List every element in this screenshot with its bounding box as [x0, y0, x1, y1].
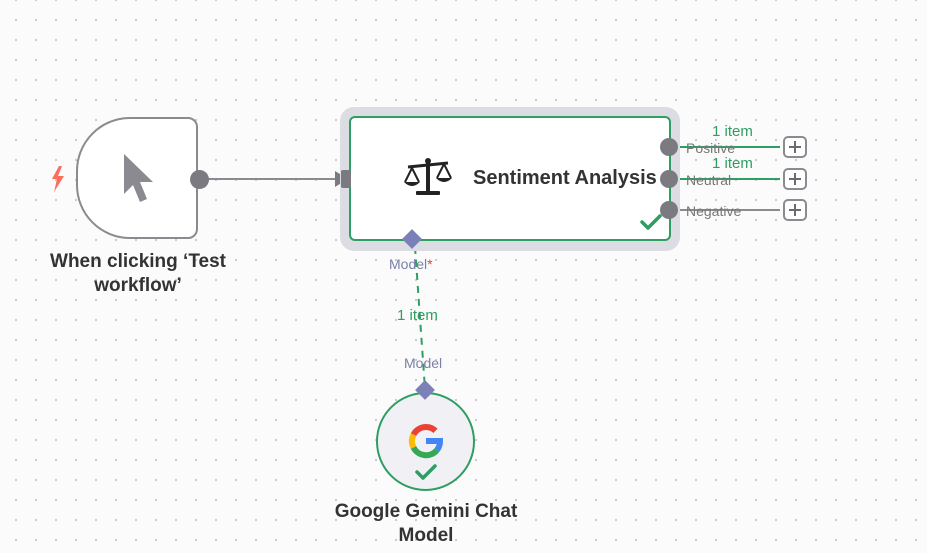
- add-node-button-negative[interactable]: [783, 199, 807, 221]
- trigger-node-label: When clicking ‘Test workflow’: [28, 250, 248, 298]
- gemini-label-line1: Google Gemini Chat: [334, 501, 518, 522]
- neutral-item-count: 1 item: [712, 155, 753, 172]
- trigger-label-line1: When clicking ‘Test: [50, 251, 226, 272]
- positive-item-count: 1 item: [712, 123, 753, 140]
- positive-output-port[interactable]: [660, 138, 678, 156]
- negative-output-label: Negative: [686, 203, 742, 219]
- model-link-item-count: 1 item: [397, 307, 438, 324]
- sentiment-node-body[interactable]: [349, 116, 671, 241]
- positive-output-label: Positive: [686, 140, 736, 156]
- check-icon: [640, 214, 662, 230]
- negative-output-port[interactable]: [660, 201, 678, 219]
- model-input-label-text: Model: [389, 256, 428, 272]
- trigger-output-port[interactable]: [190, 170, 209, 189]
- add-node-button-positive[interactable]: [783, 136, 807, 158]
- google-g-icon: [409, 423, 443, 459]
- add-node-button-neutral[interactable]: [783, 168, 807, 190]
- scales-icon: [404, 158, 452, 195]
- neutral-output-port[interactable]: [660, 170, 678, 188]
- gemini-label-line2: Model: [398, 525, 454, 546]
- mouse-pointer-icon: [124, 154, 153, 202]
- sentiment-main-input-port[interactable]: [341, 170, 351, 188]
- gemini-node-label: Google Gemini Chat Model: [310, 500, 542, 548]
- model-input-port-label: Model*: [389, 256, 433, 272]
- neutral-output-label: Neutral: [686, 172, 732, 188]
- sentiment-node-title: Sentiment Analysis: [473, 167, 657, 189]
- trigger-node-body[interactable]: [76, 117, 198, 239]
- gemini-node-body[interactable]: [376, 392, 475, 491]
- trigger-label-line2: workflow’: [94, 275, 182, 296]
- lightning-bolt-icon: [52, 166, 64, 192]
- gemini-output-port-label: Model: [404, 355, 443, 371]
- check-icon: [415, 464, 437, 480]
- model-connection: [414, 246, 426, 390]
- required-marker: *: [427, 256, 433, 272]
